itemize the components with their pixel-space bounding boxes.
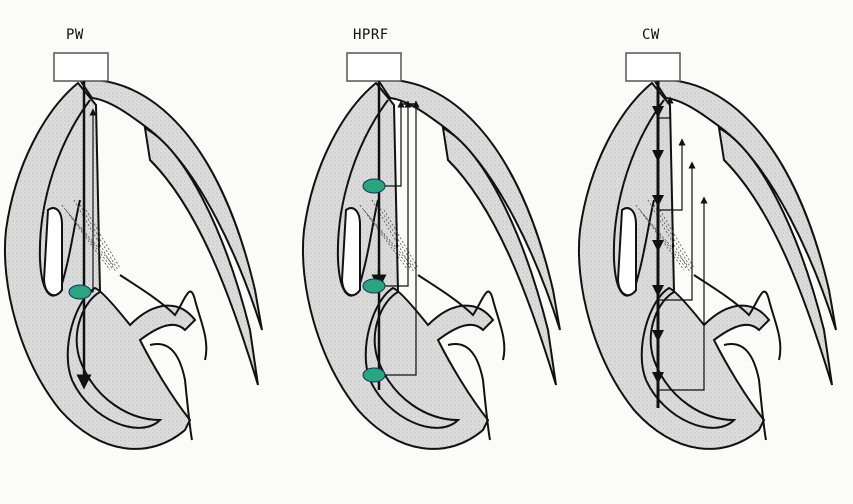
cw-diagram	[577, 52, 837, 450]
panel-cw: CW	[574, 0, 853, 504]
sample-volume-icon	[68, 284, 92, 300]
sample-volume-icon	[362, 178, 386, 194]
panel-label: HPRF	[353, 27, 389, 43]
transducer-box-icon	[625, 52, 681, 82]
beam-arrowheads	[652, 106, 664, 384]
panel-label: PW	[66, 27, 84, 43]
panel-pw: PW	[0, 0, 284, 504]
transducer-box-icon	[346, 52, 402, 82]
sample-volume-icon	[362, 367, 386, 383]
hprf-diagram	[301, 52, 561, 450]
panel-hprf: HPRF	[298, 0, 582, 504]
panel-label: CW	[642, 27, 660, 43]
transducer-box-icon	[53, 52, 109, 82]
sample-volume-icon	[362, 278, 386, 294]
pw-diagram	[3, 52, 264, 450]
